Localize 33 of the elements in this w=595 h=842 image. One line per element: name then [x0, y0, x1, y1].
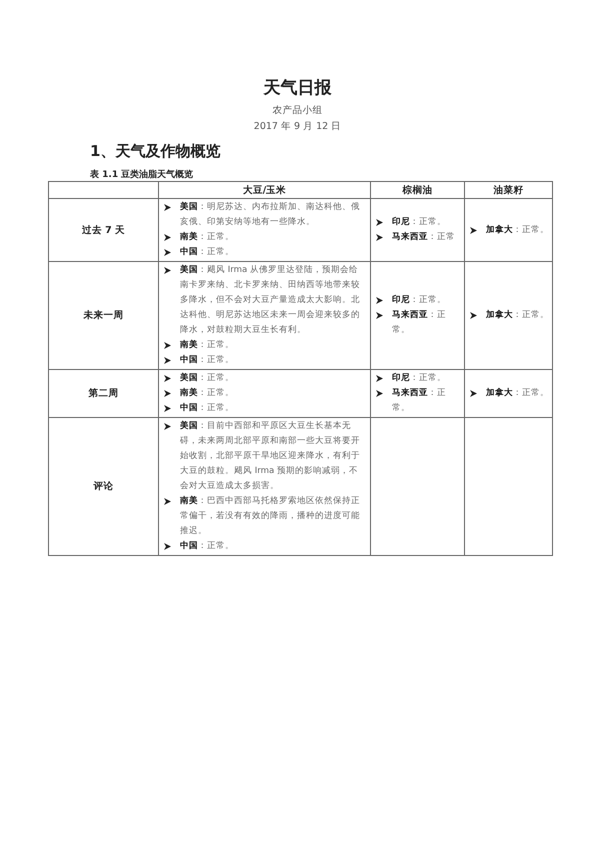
list-item-text: 美国：明尼苏达、内布拉斯加、南达科他、俄亥俄、印第安纳等地有一些降水。: [180, 200, 361, 229]
column-header: 油菜籽: [464, 182, 552, 198]
list-item-text: 南美：巴西中西部马托格罗索地区依然保持正常偏干，若没有有效的降雨，播种的进度可能推迟。: [180, 494, 361, 538]
list-item-text: 美国：正常。: [180, 372, 234, 385]
list-item-text: 南美：正常。: [180, 338, 234, 352]
list-item-text: 加拿大：正常。: [486, 224, 549, 236]
list-item-text: 中国：正常。: [180, 402, 234, 415]
list-item-text: 南美：正常。: [180, 386, 234, 400]
row-header: 过去 7 天: [48, 198, 158, 262]
table-caption: 表 1.1 豆类油脂天气概览: [90, 168, 194, 181]
subtitle: 农产品小组: [272, 104, 324, 117]
list-item-text: 美国：飓风 Irma 从佛罗里达登陆，预期会给南卡罗来纳、北卡罗来纳、田纳西等地带来较多降水，但不会对大豆产量造成太大影响。北达科他、明尼苏达地区未来一周会迎来较多的降水，对鼓粒期大豆生长有利。: [180, 264, 361, 337]
column-header: 大豆/玉米: [158, 182, 370, 198]
row-header: 第二周: [48, 370, 158, 418]
list-item-text: 加拿大：正常。: [486, 386, 549, 400]
list-item-text: 印尼：正常。: [392, 294, 446, 307]
document-title: 天气日报: [262, 77, 332, 99]
list-item-text: 南美：正常。: [180, 230, 234, 244]
list-item-text: 印尼：正常。: [392, 216, 446, 229]
list-item-text: 中国：正常。: [180, 246, 234, 259]
list-item-text: 马来西亚：正常。: [392, 308, 447, 337]
list-item-text: 马来西亚：正常。: [392, 386, 447, 415]
row-header: 评论: [48, 418, 158, 556]
list-item-text: 加拿大：正常。: [486, 308, 549, 322]
list-item-text: 印尼：正常。: [392, 372, 446, 385]
list-item-text: 马来西亚：正常: [392, 230, 455, 244]
section-heading: 1、天气及作物概览: [90, 142, 220, 161]
row-header: 未来一周: [48, 262, 158, 370]
list-item-text: 中国：正常。: [180, 540, 234, 553]
column-header: 棕榈油: [370, 182, 464, 198]
report-date: 2017 年 9 月 12 日: [252, 120, 342, 133]
list-item-text: 美国：目前中西部和平原区大豆生长基本无碍，未来两周北部平原和南部一些大豆将要开始收割，北部平原干旱地区迎来降水，有利于大豆的鼓粒。飓风 Irma 预期的影响减弱，不会对大豆造成太多损害。: [180, 420, 361, 493]
list-item-text: 中国：正常。: [180, 354, 234, 367]
